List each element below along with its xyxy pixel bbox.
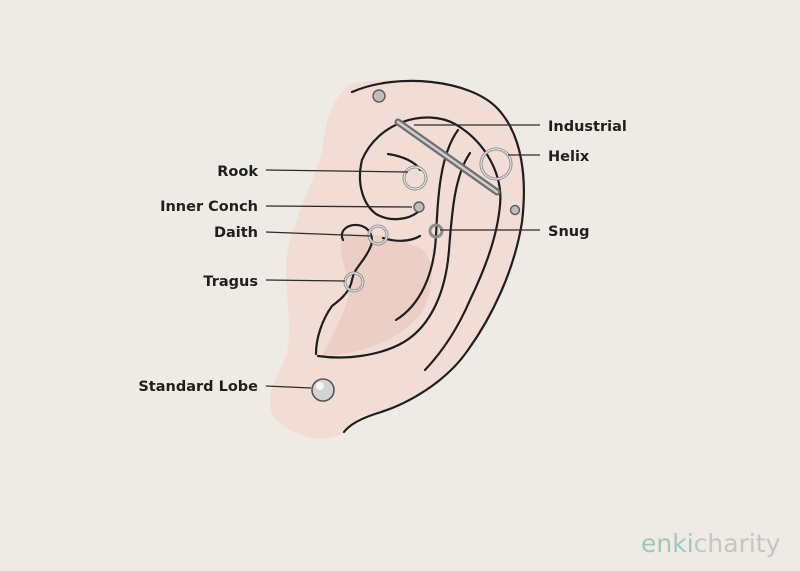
label-tragus: Tragus [203,274,258,290]
brand-logo: enkicharity [641,529,781,558]
rim-stud [509,204,521,216]
label-daith: Daith [214,225,258,241]
label-standard-lobe: Standard Lobe [138,379,258,395]
leader-lines [265,124,540,389]
concha-shade [322,233,432,356]
upper-helix-stud [372,89,386,103]
snug-ring [428,223,444,239]
jewelry [311,89,521,402]
brand-logo-part2: charity [694,529,781,558]
label-inner-conch: Inner Conch [160,199,258,215]
label-rook: Rook [217,164,258,180]
lobe-stud [311,378,335,402]
label-snug: Snug [548,224,589,240]
label-industrial: Industrial [548,119,627,135]
brand-logo-part1: enki [641,529,694,558]
svg-text:enkicharity: enkicharity [641,529,781,558]
label-helix: Helix [548,149,590,165]
inner-conch-stud [413,201,425,213]
